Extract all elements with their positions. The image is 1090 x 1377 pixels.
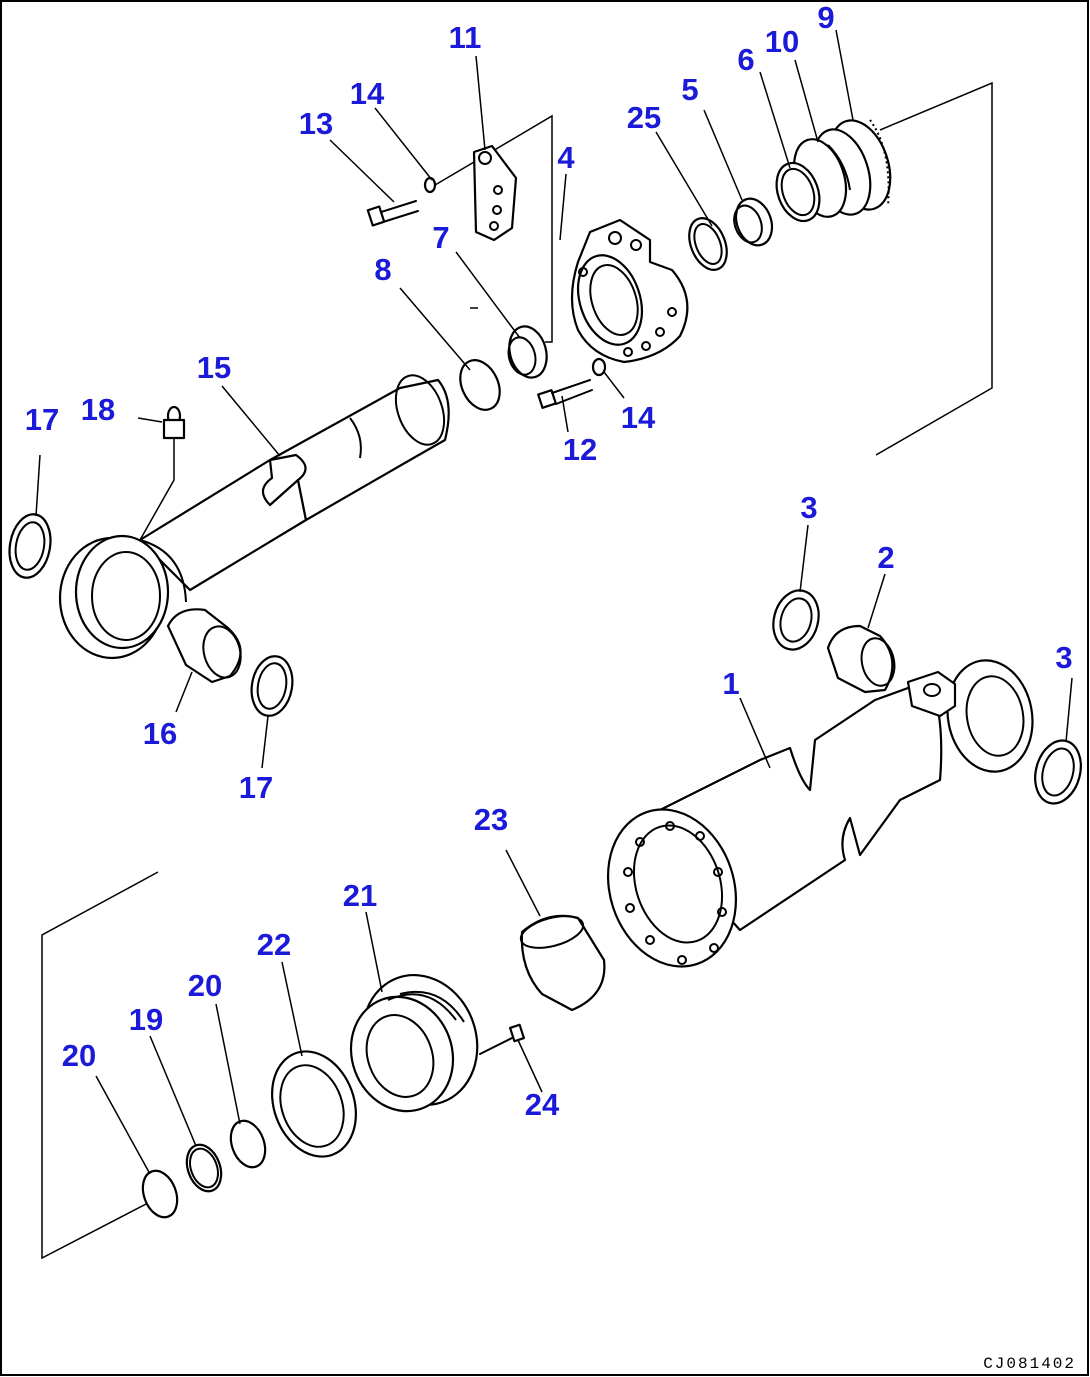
callout-2: 2 bbox=[877, 540, 894, 575]
part-23-wear-ring bbox=[519, 914, 606, 1012]
callout-8: 8 bbox=[374, 252, 391, 287]
part-3-seal-upper bbox=[772, 589, 820, 651]
leader-lines bbox=[35, 29, 1073, 1175]
part-14-washer-upper bbox=[423, 176, 437, 194]
callout-14-upper: 14 bbox=[350, 76, 385, 111]
part-18-grease-fitting bbox=[162, 405, 186, 440]
part-13-bolt bbox=[366, 200, 419, 227]
part-24-screw bbox=[479, 1023, 526, 1055]
callout-19: 19 bbox=[129, 1002, 163, 1037]
part-12-bolt bbox=[537, 379, 593, 409]
callout-11: 11 bbox=[449, 20, 482, 55]
callout-4: 4 bbox=[557, 140, 575, 175]
part-21-piston bbox=[349, 973, 479, 1113]
callout-12: 12 bbox=[563, 432, 597, 467]
part-11-plate bbox=[472, 144, 518, 242]
callout-22: 22 bbox=[257, 927, 291, 962]
part-25-ring bbox=[688, 217, 728, 271]
callout-13: 13 bbox=[299, 106, 333, 141]
part-8-snap-ring bbox=[459, 359, 501, 411]
callout-1: 1 bbox=[722, 666, 739, 701]
part-17-seal-right bbox=[250, 655, 294, 717]
part-14-washer-lower bbox=[591, 357, 607, 377]
callout-15: 15 bbox=[197, 350, 231, 385]
callout-20-lower: 20 bbox=[62, 1038, 96, 1073]
part-20-ring-lower bbox=[141, 1169, 179, 1219]
part-3-seal-lower bbox=[1034, 739, 1082, 805]
callout-21: 21 bbox=[343, 878, 377, 913]
drawing-reference-code: CJ081402 bbox=[983, 1355, 1076, 1373]
callout-24: 24 bbox=[525, 1087, 560, 1122]
callout-25: 25 bbox=[627, 100, 661, 135]
part-5-bushing bbox=[733, 197, 774, 247]
callout-labels: 1 2 3 3 4 5 6 7 8 9 10 11 12 13 14 14 15… bbox=[25, 0, 1073, 1122]
callout-6: 6 bbox=[737, 42, 754, 77]
part-20-ring-upper bbox=[229, 1119, 267, 1169]
part-19-ring bbox=[185, 1143, 223, 1193]
piston-assembly-bracket bbox=[41, 871, 159, 1260]
part-4-cylinder-head bbox=[570, 218, 689, 364]
callout-23: 23 bbox=[474, 802, 508, 837]
callout-10: 10 bbox=[765, 24, 799, 59]
callout-3-lower: 3 bbox=[1055, 640, 1072, 675]
callout-20-upper: 20 bbox=[188, 968, 222, 1003]
callout-9: 9 bbox=[817, 0, 834, 35]
callout-14-lower: 14 bbox=[621, 400, 656, 435]
part-16-bushing bbox=[166, 608, 242, 684]
part-15-piston-rod bbox=[138, 374, 450, 592]
callout-3-upper: 3 bbox=[800, 490, 817, 525]
part-2-bushing bbox=[826, 624, 896, 694]
part-6-backup-ring bbox=[775, 161, 821, 223]
callout-17-left: 17 bbox=[25, 402, 59, 437]
callout-5: 5 bbox=[681, 72, 698, 107]
callout-16: 16 bbox=[143, 716, 177, 751]
callout-18: 18 bbox=[81, 392, 115, 427]
part-1-cylinder-tube bbox=[606, 659, 1034, 968]
callout-7: 7 bbox=[432, 220, 449, 255]
part-22-piston-seal bbox=[271, 1050, 357, 1158]
callout-17-right: 17 bbox=[239, 770, 273, 805]
rod-eye bbox=[58, 534, 187, 660]
part-17-seal-left bbox=[8, 513, 52, 579]
part-7-bushing bbox=[507, 325, 548, 379]
